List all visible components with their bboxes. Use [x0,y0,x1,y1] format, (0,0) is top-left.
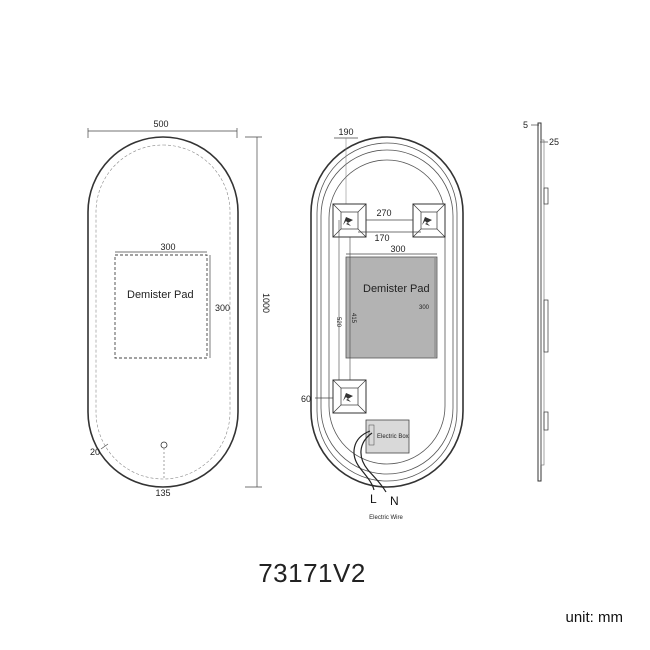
back-outer-outline [310,136,464,488]
back-pad-height-dim: 300 [419,305,430,311]
back-height-415-dim: 415 [350,313,356,324]
front-mirror-outline [87,136,239,488]
back-ring-2 [316,142,458,482]
front-switch-dim: 135 [155,488,170,498]
live-wire [353,430,375,491]
unit-label: unit: mm [565,609,623,626]
electric-wire-label: Electric Wire [369,515,403,521]
bracket-top-left-icon [332,203,367,238]
side-bracket-middle [543,299,549,353]
model-number: 73171V2 [258,558,366,588]
front-width-dim: 500 [153,119,168,129]
bracket-bottom-icon [332,379,367,414]
back-demister-pad [345,256,438,359]
electric-box-label: Electric Box [377,434,409,440]
back-pad-width-dim: 300 [390,244,405,254]
front-view: 500 1000 300 300 Demister Pad 135 20 [87,119,271,498]
back-span-outer-dim: 270 [376,208,391,218]
wire-neutral-label: N [390,494,399,508]
side-glass-profile [537,122,542,482]
electric-box [365,419,410,454]
front-pad-height-dim: 300 [215,303,230,313]
front-pad-width-dim: 300 [160,242,175,252]
back-ring-3 [320,149,454,475]
bracket-top-right-icon [412,203,446,238]
side-bracket-top [543,187,549,205]
front-height-dim: 1000 [261,293,271,313]
front-corner-dim: 20 [90,447,100,457]
back-span-inner-dim: 170 [374,233,389,243]
front-led-strip [95,144,231,480]
side-depth-dim: 25 [549,137,559,147]
front-demister-pad [114,254,208,359]
side-view: 5 25 [523,120,559,482]
back-height-520-dim: 520 [335,317,341,328]
front-pad-label: Demister Pad [127,289,194,301]
wire-live-label: L [370,492,377,506]
side-thickness-dim: 5 [523,120,528,130]
neutral-wire [360,432,387,493]
touch-switch-icon [160,441,168,449]
back-pad-label: Demister Pad [363,283,430,295]
back-bottom-offset-dim: 60 [301,394,311,404]
back-ring-4 [328,159,446,465]
back-view: 190 270 170 300 [301,127,464,521]
back-bracket-offset-dim: 190 [338,127,353,137]
side-bracket-bottom [543,411,549,431]
